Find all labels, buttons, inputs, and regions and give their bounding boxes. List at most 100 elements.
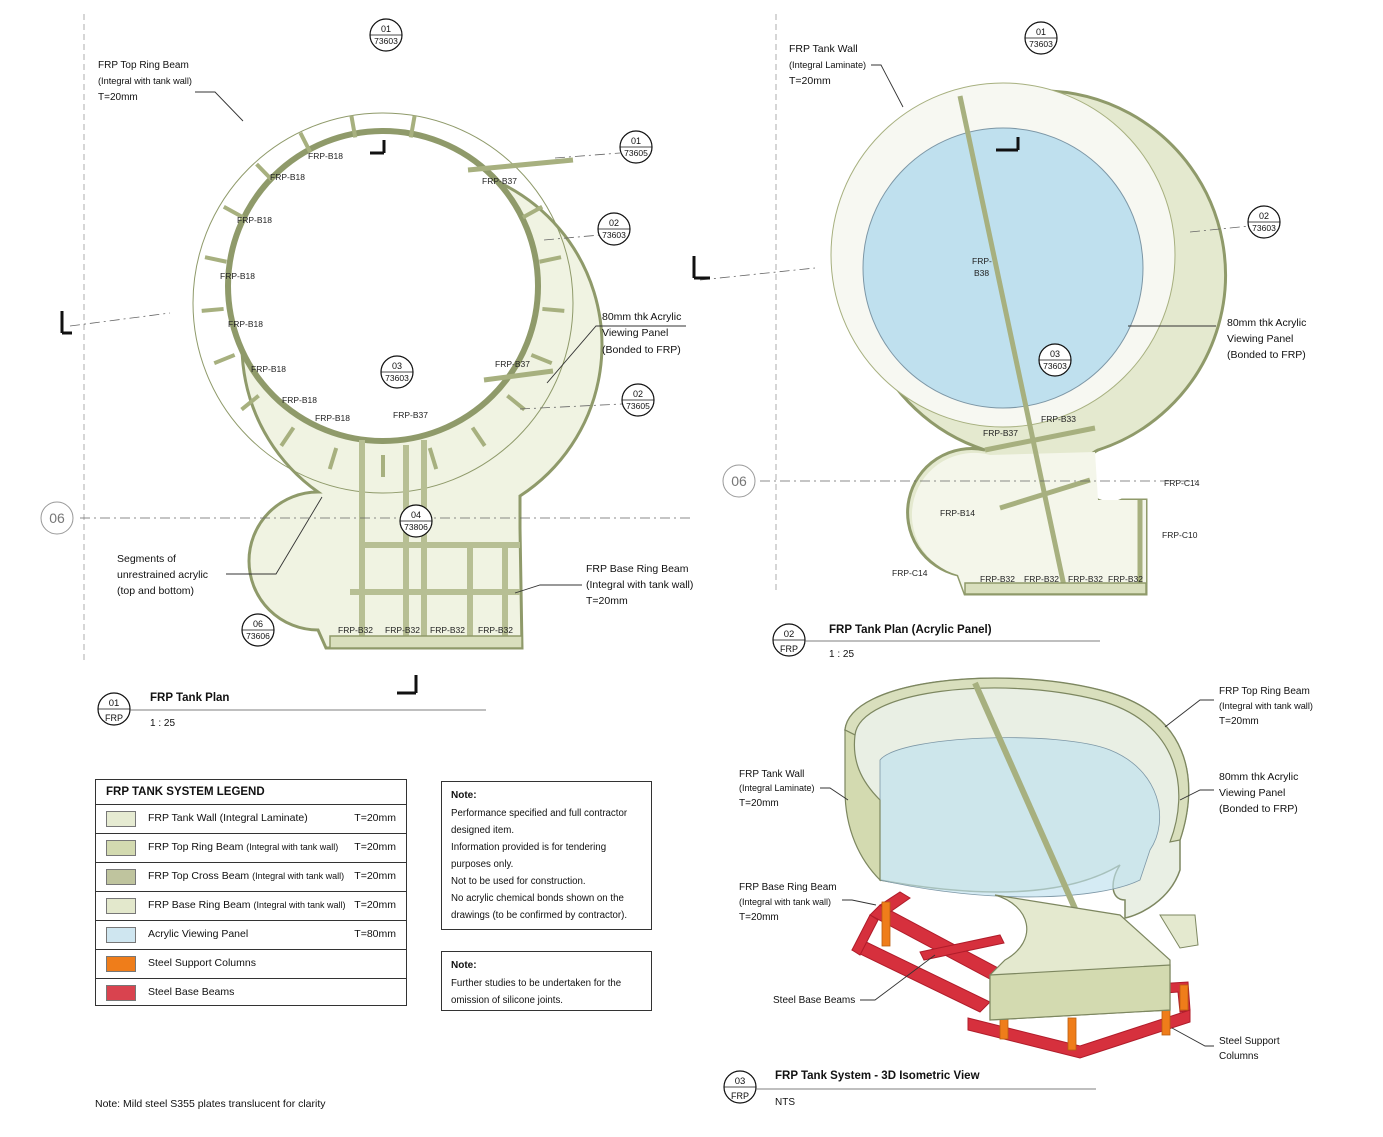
section-callout[interactable]: 02 73603 [597, 212, 631, 246]
ring-segment-divider [470, 426, 487, 448]
plan-1-ring-segments [201, 115, 565, 477]
ring-segment-divider [530, 353, 553, 366]
tag-b37: FRP-B37 [983, 428, 1018, 438]
callout-ref: 73605 [624, 148, 648, 158]
note-acrylic-sub: Viewing Panel [1227, 333, 1293, 345]
note-base-ring-t: T=20mm [739, 912, 779, 923]
note-steel-cols: Steel Support [1219, 1036, 1280, 1047]
note-top-ring-t: T=20mm [1219, 716, 1259, 727]
steel-base-beams [851, 891, 1191, 1059]
tag-b37: FRP-B37 [482, 176, 517, 186]
iso-3d-view: FRP Top Ring Beam (Integral with tank wa… [723, 677, 1313, 1108]
legend-label-sub: (Integral with tank wall) [252, 871, 345, 881]
legend-table: FRP TANK SYSTEM LEGEND FRP Tank Wall (In… [95, 779, 407, 1006]
legend-row: Steel Base Beams [96, 979, 406, 1007]
ring-segment-divider [201, 306, 224, 313]
legend-label: Acrylic Viewing Panel [148, 928, 248, 940]
title-code: FRP [731, 1091, 749, 1101]
legend-label: FRP Top Ring Beam (Integral with tank wa… [148, 841, 338, 853]
tag-b32: FRP-B32 [1068, 574, 1103, 584]
title-num: 02 [784, 629, 795, 640]
ring-segment-divider [521, 205, 544, 220]
tag-c14: FRP-C14 [892, 568, 928, 578]
note-acrylic-sub: Viewing Panel [602, 327, 668, 339]
plan-2-acrylic-panel: FRP- B38 FRP-B33 FRP-B37 FRP-B14 FRP-C14… [692, 14, 1306, 660]
note-box-2: Note: Further studies to be undertaken f… [441, 951, 652, 1011]
tag-b18: FRP-B18 [237, 215, 272, 225]
tag-b18: FRP-B18 [228, 319, 263, 329]
plan-1-inner-wall [225, 128, 541, 444]
note-line: Performance specified and full contracto… [451, 808, 628, 819]
grid-bubble-06: 06 [731, 473, 747, 489]
legend-row: FRP Top Ring Beam (Integral with tank wa… [96, 834, 406, 863]
legend-label-main: FRP Base Ring Beam [148, 899, 251, 911]
tag-b38: FRP- [972, 256, 992, 266]
legend-label: FRP Top Cross Beam (Integral with tank w… [148, 870, 344, 882]
ring-segment-divider [255, 162, 274, 182]
section-callout[interactable]: 04 73806 [399, 504, 433, 538]
section-callout[interactable]: 02 73605 [621, 383, 655, 417]
section-callout[interactable]: 02 73603 [1247, 205, 1281, 239]
callout-ref: 73605 [626, 401, 650, 411]
section-callout[interactable]: 01 73605 [619, 130, 653, 164]
note-line: drawings (to be confirmed by contractor)… [451, 910, 628, 921]
ring-segment-divider [204, 255, 227, 264]
view-title-2: 02 FRP FRP Tank Plan (Acrylic Panel) 1 :… [772, 623, 1100, 660]
tag-b32: FRP-B32 [1024, 574, 1059, 584]
note-acrylic-bond: (Bonded to FRP) [602, 344, 681, 356]
tag-b18: FRP-B18 [282, 395, 317, 405]
ring-segment-divider [506, 394, 526, 412]
note-line: Further studies to be undertaken for the [451, 978, 622, 989]
callout-ref: 73603 [1043, 361, 1067, 371]
section-callout[interactable]: 01 73603 [369, 18, 403, 52]
legend-thickness: T=20mm [354, 841, 396, 853]
note-top-ring-sub: (Integral with tank wall) [98, 76, 192, 86]
note-line: Not to be used for construction. [451, 876, 586, 887]
legend-title: FRP TANK SYSTEM LEGEND [96, 780, 406, 805]
note-acrylic: 80mm thk Acrylic [1219, 771, 1298, 783]
callout-ref: 73606 [246, 631, 270, 641]
grid-bubble-06: 06 [49, 510, 65, 526]
tag-b18: FRP-B18 [270, 172, 305, 182]
note-wall-t: T=20mm [789, 75, 831, 87]
view-scale: 1 : 25 [150, 718, 175, 729]
tag-b18: FRP-B18 [220, 271, 255, 281]
legend-row: Acrylic Viewing Panel T=80mm [96, 921, 406, 950]
section-callout[interactable]: 03 73603 [380, 355, 414, 389]
ring-segment-divider [542, 306, 565, 313]
legend-label-main: Steel Base Beams [148, 986, 235, 998]
tag-b38-num: B38 [974, 268, 989, 278]
legend-swatch [106, 927, 136, 943]
legend-label: FRP Base Ring Beam (Integral with tank w… [148, 899, 346, 911]
callout-ref: 73603 [374, 36, 398, 46]
view-scale: NTS [775, 1097, 795, 1108]
view-title: FRP Tank System - 3D Isometric View [775, 1070, 980, 1082]
note-acrylic: 80mm thk Acrylic [1227, 317, 1306, 329]
ring-segment-divider [279, 426, 296, 448]
legend-row: FRP Top Cross Beam (Integral with tank w… [96, 863, 406, 892]
callout-num: 03 [1050, 349, 1060, 359]
callout-ref: 73603 [602, 230, 626, 240]
tag-b32: FRP-B32 [478, 625, 513, 635]
tag-c10: FRP-C10 [1162, 530, 1198, 540]
legend-swatch [106, 811, 136, 827]
tag-b32: FRP-B32 [385, 625, 420, 635]
note-wall: FRP Tank Wall [789, 43, 858, 55]
legend-label-sub: (Integral with tank wall) [246, 842, 339, 852]
callout-ref: 73603 [1029, 39, 1053, 49]
callout-num: 02 [1259, 211, 1269, 221]
tag-b32: FRP-B32 [1108, 574, 1143, 584]
section-callout[interactable]: 01 73603 [1024, 21, 1058, 55]
ring-segment-divider [298, 131, 313, 154]
note-acrylic-sub: Viewing Panel [1219, 787, 1285, 799]
tag-b18: FRP-B18 [251, 364, 286, 374]
legend-row: FRP Base Ring Beam (Integral with tank w… [96, 892, 406, 921]
section-callout[interactable]: 06 73606 [241, 613, 275, 647]
section-callout[interactable]: 03 73603 [1038, 343, 1072, 377]
callout-num: 03 [392, 361, 402, 371]
legend-thickness: T=80mm [354, 928, 396, 940]
note-wall-t: T=20mm [739, 798, 779, 809]
note-base-ring-t: T=20mm [586, 595, 628, 607]
legend-row: FRP Tank Wall (Integral Laminate) T=20mm [96, 805, 406, 834]
